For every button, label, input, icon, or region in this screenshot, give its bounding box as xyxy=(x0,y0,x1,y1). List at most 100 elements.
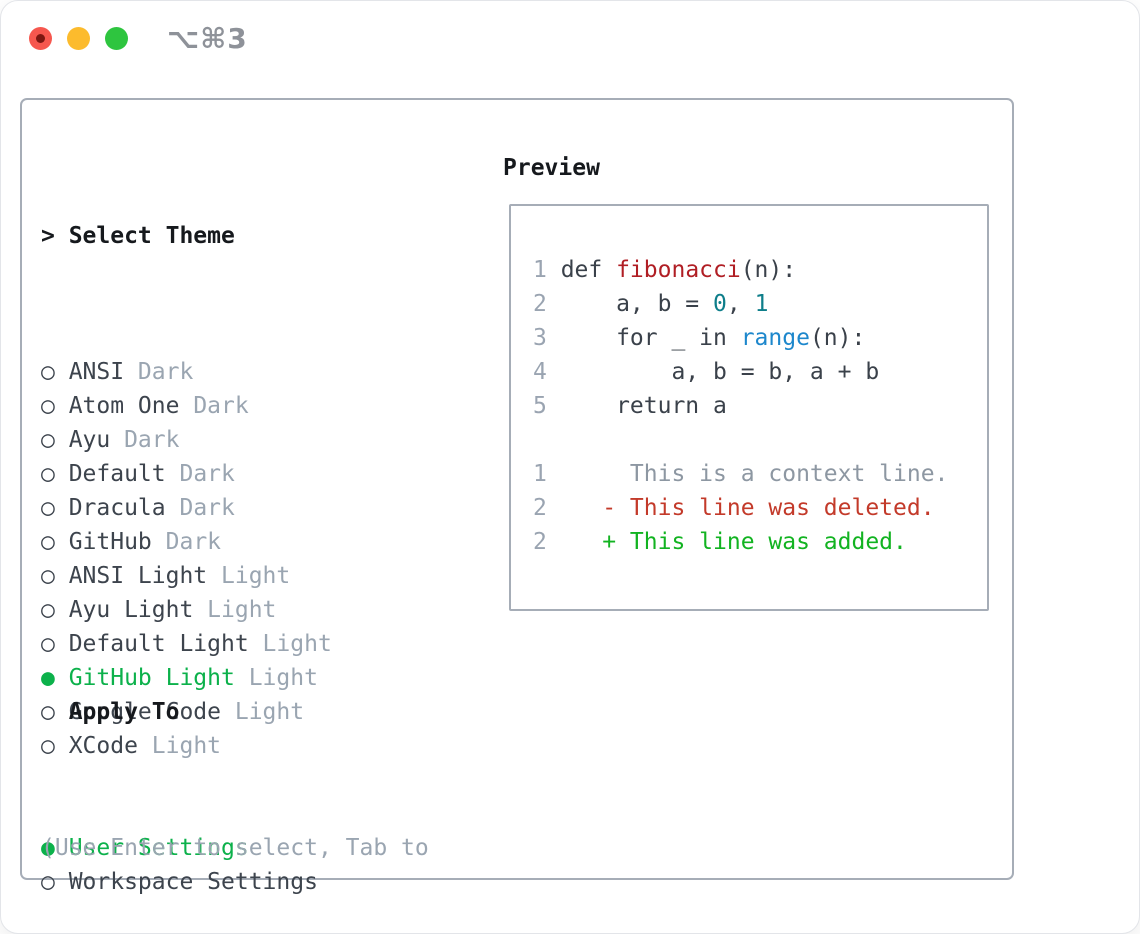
theme-option[interactable]: ○XCode Light xyxy=(41,729,332,763)
line-number: 1 xyxy=(533,461,547,487)
theme-variant: Dark xyxy=(165,495,235,521)
close-dot-icon xyxy=(36,34,45,43)
code-token xyxy=(561,529,603,555)
theme-option[interactable]: ● GitHub Light Light xyxy=(41,661,332,695)
keyboard-hint: (Use Enter to select, Tab to change focu… xyxy=(41,763,429,933)
apply-to-option[interactable]: ○ Workspace Settings xyxy=(41,865,318,899)
preview-line: 2 + This line was added. xyxy=(533,525,948,559)
theme-variant: Dark xyxy=(165,461,235,487)
theme-option[interactable]: ○Google Code Light xyxy=(41,695,332,729)
cursor-icon: > xyxy=(41,223,55,249)
theme-option[interactable]: ○ Ayu Dark xyxy=(41,423,332,457)
theme-name: Default Light xyxy=(68,631,249,657)
line-number: 5 xyxy=(533,393,547,419)
preview-line: 3 for _ in range(n): xyxy=(533,321,948,355)
radio-icon: ○ xyxy=(41,393,55,419)
theme-name: Dracula xyxy=(68,495,166,521)
apply-to-title: Apply To xyxy=(68,699,180,725)
code-token: return a xyxy=(560,393,727,419)
theme-variant: Dark xyxy=(151,529,222,555)
code-token: a, b = xyxy=(560,291,714,317)
apply-to-header: Apply To xyxy=(41,695,318,729)
radio-icon: ○ xyxy=(41,529,55,555)
line-number: 3 xyxy=(533,325,547,351)
code-token: (n): xyxy=(740,257,797,283)
preview-line: 1 This is a context line. xyxy=(533,457,948,491)
preview-line: 2 a, b = 0, 1 xyxy=(533,287,948,321)
preview-line xyxy=(533,423,948,457)
radio-icon: ○ xyxy=(41,359,55,385)
theme-name: GitHub xyxy=(68,529,152,555)
theme-picker: >Select Theme ○ANSI Dark○Atom One Dark○A… xyxy=(41,151,332,763)
line-number: 2 xyxy=(533,291,547,317)
line-number: 1 xyxy=(533,257,547,283)
zoom-button[interactable] xyxy=(105,27,128,50)
preview-line: 5 return a xyxy=(533,389,948,423)
theme-variant: Dark xyxy=(124,359,194,385)
preview-title: Preview xyxy=(503,155,600,181)
apply-to-label: User Settings xyxy=(68,835,249,861)
radio-icon: ○ xyxy=(41,461,55,487)
preview-line: 2 - This line was deleted. xyxy=(533,491,948,525)
code-token: This is a context line. xyxy=(560,461,949,487)
hint-line: (Use Enter to select, Tab to xyxy=(41,835,429,861)
line-number: 4 xyxy=(533,359,547,385)
code-token: def xyxy=(560,257,617,283)
radio-icon: ○ xyxy=(41,733,55,759)
theme-option[interactable]: ○ GitHub Dark xyxy=(41,525,332,559)
radio-icon: ○ xyxy=(41,495,55,521)
window-shortcut-label: ⌥⌘3 xyxy=(167,22,248,55)
radio-icon: ○ xyxy=(41,631,55,657)
code-token: - This line was deleted. xyxy=(602,495,935,521)
theme-name: GitHub Light xyxy=(68,665,235,691)
theme-name: ANSI xyxy=(68,359,125,385)
code-token: + This line was added. xyxy=(602,529,907,555)
theme-option[interactable]: ○ Default Dark xyxy=(41,457,332,491)
code-token: , xyxy=(726,291,755,317)
content-panel: >Select Theme ○ANSI Dark○Atom One Dark○A… xyxy=(20,98,1014,895)
theme-variant: Light xyxy=(207,563,291,589)
line-number: 2 xyxy=(533,495,547,521)
radio-icon: ○ xyxy=(41,427,55,453)
code-token: 0 xyxy=(713,291,727,317)
radio-icon: ○ xyxy=(41,597,55,623)
theme-name: Ayu xyxy=(68,427,111,453)
radio-icon: ● xyxy=(41,665,55,691)
theme-picker-header: > Select Theme xyxy=(41,219,332,253)
apply-to-option[interactable]: ● User Settings xyxy=(41,831,318,865)
theme-option[interactable]: ○ Atom One Dark xyxy=(41,389,332,423)
radio-icon: ○ xyxy=(41,869,55,895)
theme-option[interactable]: ○Ayu Light Light xyxy=(41,593,332,627)
theme-picker-title: Select Theme xyxy=(68,223,235,249)
radio-icon: ● xyxy=(41,835,55,861)
code-token: for _ in xyxy=(560,325,741,351)
traffic-lights xyxy=(29,27,128,50)
titlebar: ⌥⌘3 xyxy=(1,1,1139,75)
code-token: 1 xyxy=(754,291,769,317)
close-button[interactable] xyxy=(29,27,52,50)
theme-option[interactable]: ○ ANSI Light Light xyxy=(41,559,332,593)
code-token: fibonacci xyxy=(616,257,741,283)
theme-option[interactable]: ○ ANSI Dark xyxy=(41,355,332,389)
code-token: a, b = b, a + b xyxy=(560,359,880,385)
theme-name: Google Code xyxy=(68,699,222,725)
theme-option[interactable]: ○ Default Light Light xyxy=(41,627,332,661)
code-token: range xyxy=(740,325,810,351)
line-number: 2 xyxy=(533,529,547,555)
radio-icon: ○ xyxy=(41,563,55,589)
theme-name: Atom One xyxy=(68,393,180,419)
theme-variant: Light xyxy=(234,665,318,691)
minimize-button[interactable] xyxy=(67,27,90,50)
theme-name: ANSI Light xyxy=(68,563,208,589)
theme-variant: Dark xyxy=(110,427,180,453)
theme-name: Default xyxy=(68,461,166,487)
code-token xyxy=(561,495,603,521)
apply-to-label: Workspace Settings xyxy=(68,869,318,895)
preview-line: 4 a, b = b, a + b xyxy=(533,355,948,389)
radio-icon: ○ xyxy=(41,699,55,725)
theme-option[interactable]: ○ Dracula Dark xyxy=(41,491,332,525)
theme-variant: Light xyxy=(248,631,332,657)
theme-variant: Dark xyxy=(179,393,249,419)
